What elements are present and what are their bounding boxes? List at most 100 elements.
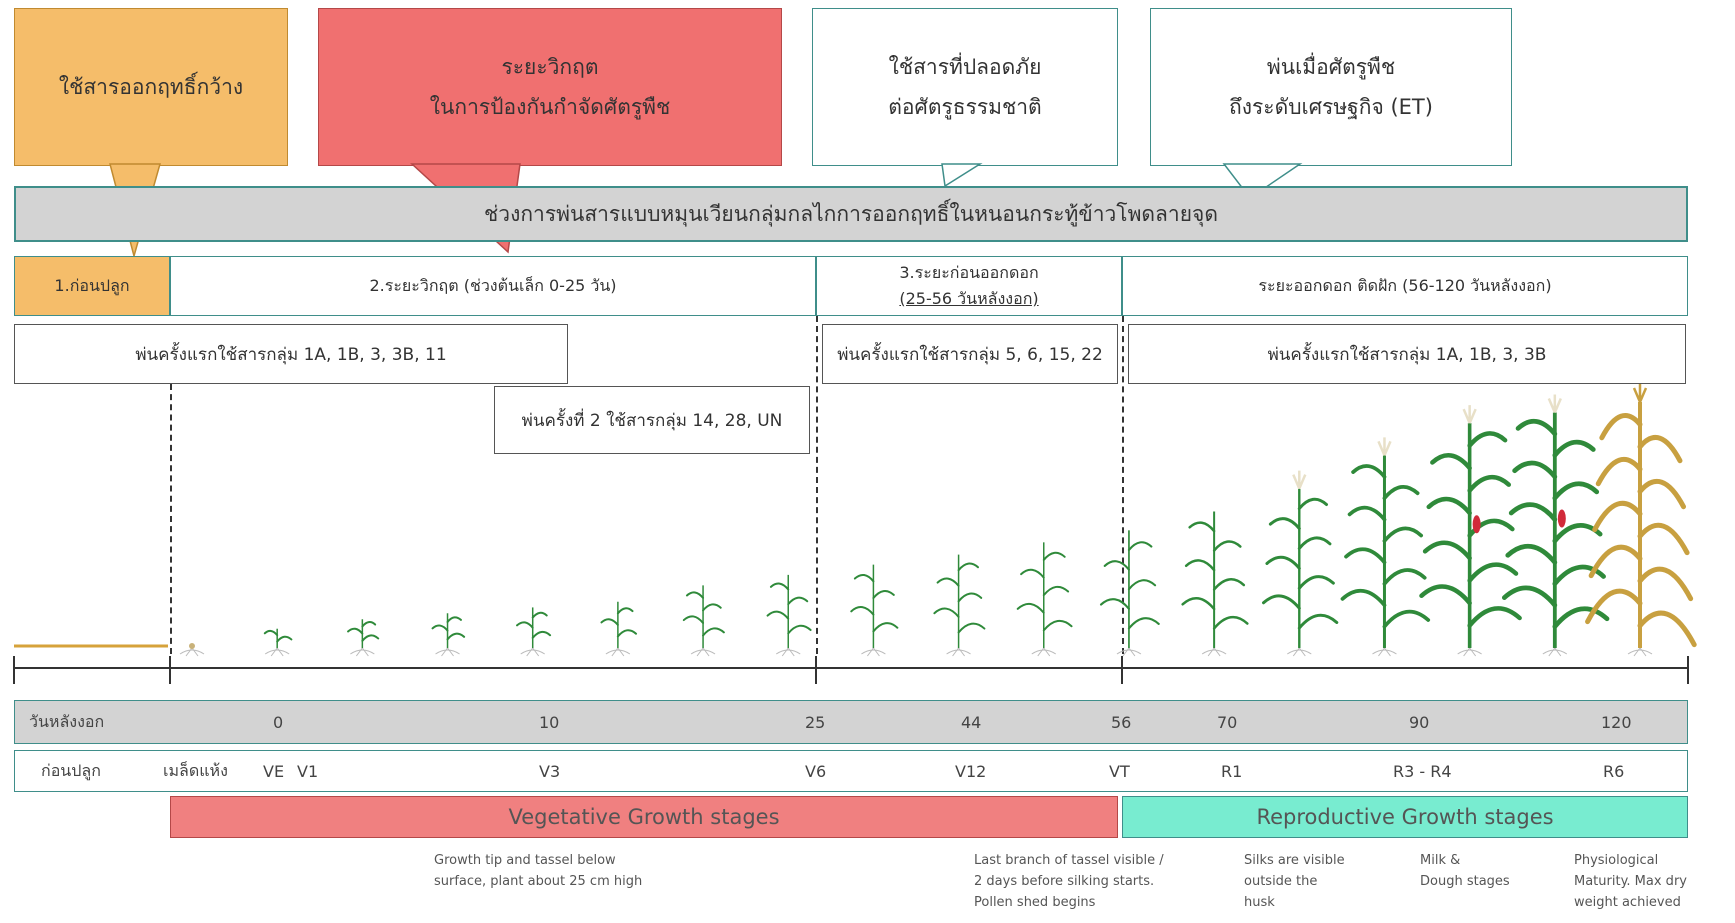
- plant-leaf: [531, 630, 552, 639]
- plant-leaf: [957, 622, 986, 634]
- day-value: 120: [1601, 712, 1632, 732]
- plant-leaf: [1297, 613, 1339, 630]
- plant-leaf: [263, 629, 279, 637]
- day-value: 10: [539, 712, 560, 732]
- plant-leaf: [1382, 526, 1423, 543]
- plant-roots: [1372, 647, 1397, 657]
- day-value: 70: [1217, 712, 1238, 732]
- stage-code: V12: [955, 761, 987, 781]
- plant-tassel: [1462, 405, 1477, 424]
- plant-roots: [605, 647, 631, 657]
- stage-code: VT: [1109, 761, 1130, 781]
- plant-roots: [946, 647, 971, 657]
- plant-roots: [1542, 647, 1568, 657]
- note-growth-tip: Growth tip and tassel below surface, pla…: [434, 853, 643, 889]
- spray-box-first-pre-flowering: พ่นครั้งแรกใช้สารกลุ่ม 5, 6, 15, 22: [822, 324, 1118, 384]
- plant-leaf: [872, 590, 895, 599]
- plant-leaf: [1042, 619, 1073, 632]
- plant-roots: [690, 647, 716, 657]
- day-value: 90: [1409, 712, 1430, 732]
- plant-leaf: [1467, 562, 1519, 583]
- stages-row-label: ก่อนปลูก: [41, 760, 101, 780]
- spray-box-first-critical: พ่นครั้งแรกใช้สารกลุ่ม 1A, 1B, 3, 3B, 11: [14, 324, 568, 384]
- plant-leaf: [531, 611, 548, 619]
- plant-leaf: [1042, 551, 1066, 561]
- note-last-branch-tassel: Last branch of tassel visible / 2 days b…: [974, 853, 1164, 910]
- plant-leaf: [1297, 497, 1328, 511]
- plant-leaf: [1042, 585, 1070, 597]
- callout-safe-for-natural-enemies: ใช้สารที่ปลอดภัย ต่อศัตรูธรรมชาติ: [812, 8, 1118, 166]
- plant-leaf: [1426, 496, 1472, 516]
- plant-leaf: [1512, 460, 1558, 480]
- plant-leaf: [1212, 578, 1246, 591]
- plant-leaf: [446, 632, 466, 641]
- stage-code: R3 - R4: [1393, 761, 1452, 781]
- plant-roots: [861, 647, 886, 657]
- growth-stage-code-row: ก่อนปลูก เมล็ดแห้ง VE V1 V3 V6 V12 VT R1…: [14, 750, 1688, 792]
- plant-roots: [1627, 647, 1653, 657]
- plant-leaf: [1344, 547, 1387, 565]
- plant-roots: [1031, 647, 1057, 657]
- plant-leaf: [361, 621, 377, 628]
- plant-leaf: [1127, 617, 1160, 630]
- plant-leaf: [1501, 585, 1558, 608]
- plant-leaf: [1382, 609, 1431, 629]
- plant-leaf: [1184, 559, 1216, 572]
- seed: [189, 643, 195, 649]
- plant-ear: [1472, 515, 1481, 534]
- stage-code: V1: [297, 761, 319, 781]
- plant-leaf: [1552, 439, 1596, 458]
- plant-leaf: [1127, 541, 1153, 551]
- note-milk-dough: Milk & Dough stages: [1420, 853, 1510, 889]
- plant-leaf: [1347, 505, 1387, 522]
- plant-leaf: [616, 607, 634, 615]
- plant-leaf: [1508, 502, 1558, 522]
- plant-leaf: [1552, 564, 1606, 587]
- plant-leaf: [1016, 602, 1045, 614]
- note-physiological-maturity: Physiological Maturity. Max dry weight a…: [1574, 853, 1687, 910]
- plant-roots: [775, 647, 801, 657]
- plant-leaf: [1637, 434, 1683, 464]
- plant-leaf: [1382, 485, 1420, 501]
- plant-leaf: [702, 627, 725, 637]
- plant-tassel: [1292, 470, 1307, 490]
- phase-pre-plant: 1.ก่อนปลูก: [14, 256, 170, 316]
- day-value: 25: [805, 712, 826, 732]
- plant-tassel: [1547, 394, 1562, 413]
- plant-leaf: [446, 616, 462, 623]
- divider-day-25: [816, 316, 818, 654]
- plant-leaf: [1103, 560, 1130, 571]
- plant-leaf: [1181, 597, 1216, 611]
- plant-leaf: [1127, 579, 1157, 591]
- plant-leaf: [957, 592, 983, 603]
- plant-leaf: [515, 621, 534, 629]
- plant-leaf: [1588, 544, 1643, 579]
- plant-leaf: [1599, 413, 1643, 441]
- phase-pre-flowering: 3.ระยะก่อนออกดอก (25-56 วันหลังงอก): [816, 256, 1122, 316]
- plant-leaf: [276, 635, 293, 643]
- day-value: 56: [1111, 712, 1132, 732]
- divider-day-0: [170, 384, 172, 654]
- plant-leaf: [872, 622, 899, 633]
- plant-leaf: [1262, 594, 1301, 610]
- reproductive-growth-stages-bar: Reproductive Growth stages: [1122, 796, 1688, 838]
- stage-code: V3: [539, 761, 561, 781]
- plant-leaf: [702, 603, 722, 612]
- vegetative-growth-stages-bar: Vegetative Growth stages: [170, 796, 1118, 838]
- plant-leaf: [1467, 518, 1515, 538]
- corn-growth-illustration: [13, 384, 1697, 684]
- plant-leaf: [1212, 540, 1242, 552]
- plant-leaf: [1637, 479, 1687, 510]
- rotation-band-title: ช่วงการพ่นสารแบบหมุนเวียนกลุ่มกลไกการออก…: [14, 186, 1688, 242]
- plant-leaf: [1595, 457, 1643, 487]
- plant-leaf: [1099, 598, 1130, 610]
- plant-leaf: [936, 577, 960, 587]
- plant-roots: [1457, 647, 1482, 657]
- stage-code: เมล็ดแห้ง: [163, 760, 228, 780]
- callout-economic-threshold: พ่นเมื่อศัตรูพืช ถึงระดับเศรษฐกิจ (ET): [1150, 8, 1512, 166]
- plant-leaf: [1505, 544, 1558, 565]
- plant-leaf: [853, 573, 875, 583]
- phase-flowering-podding: ระยะออกดอก ติดฝัก (56-120 วันหลังงอก): [1122, 256, 1688, 316]
- plant-roots: [179, 647, 205, 657]
- phase-critical: 2.ระยะวิกฤต (ช่วงต้นเล็ก 0-25 วัน): [170, 256, 816, 316]
